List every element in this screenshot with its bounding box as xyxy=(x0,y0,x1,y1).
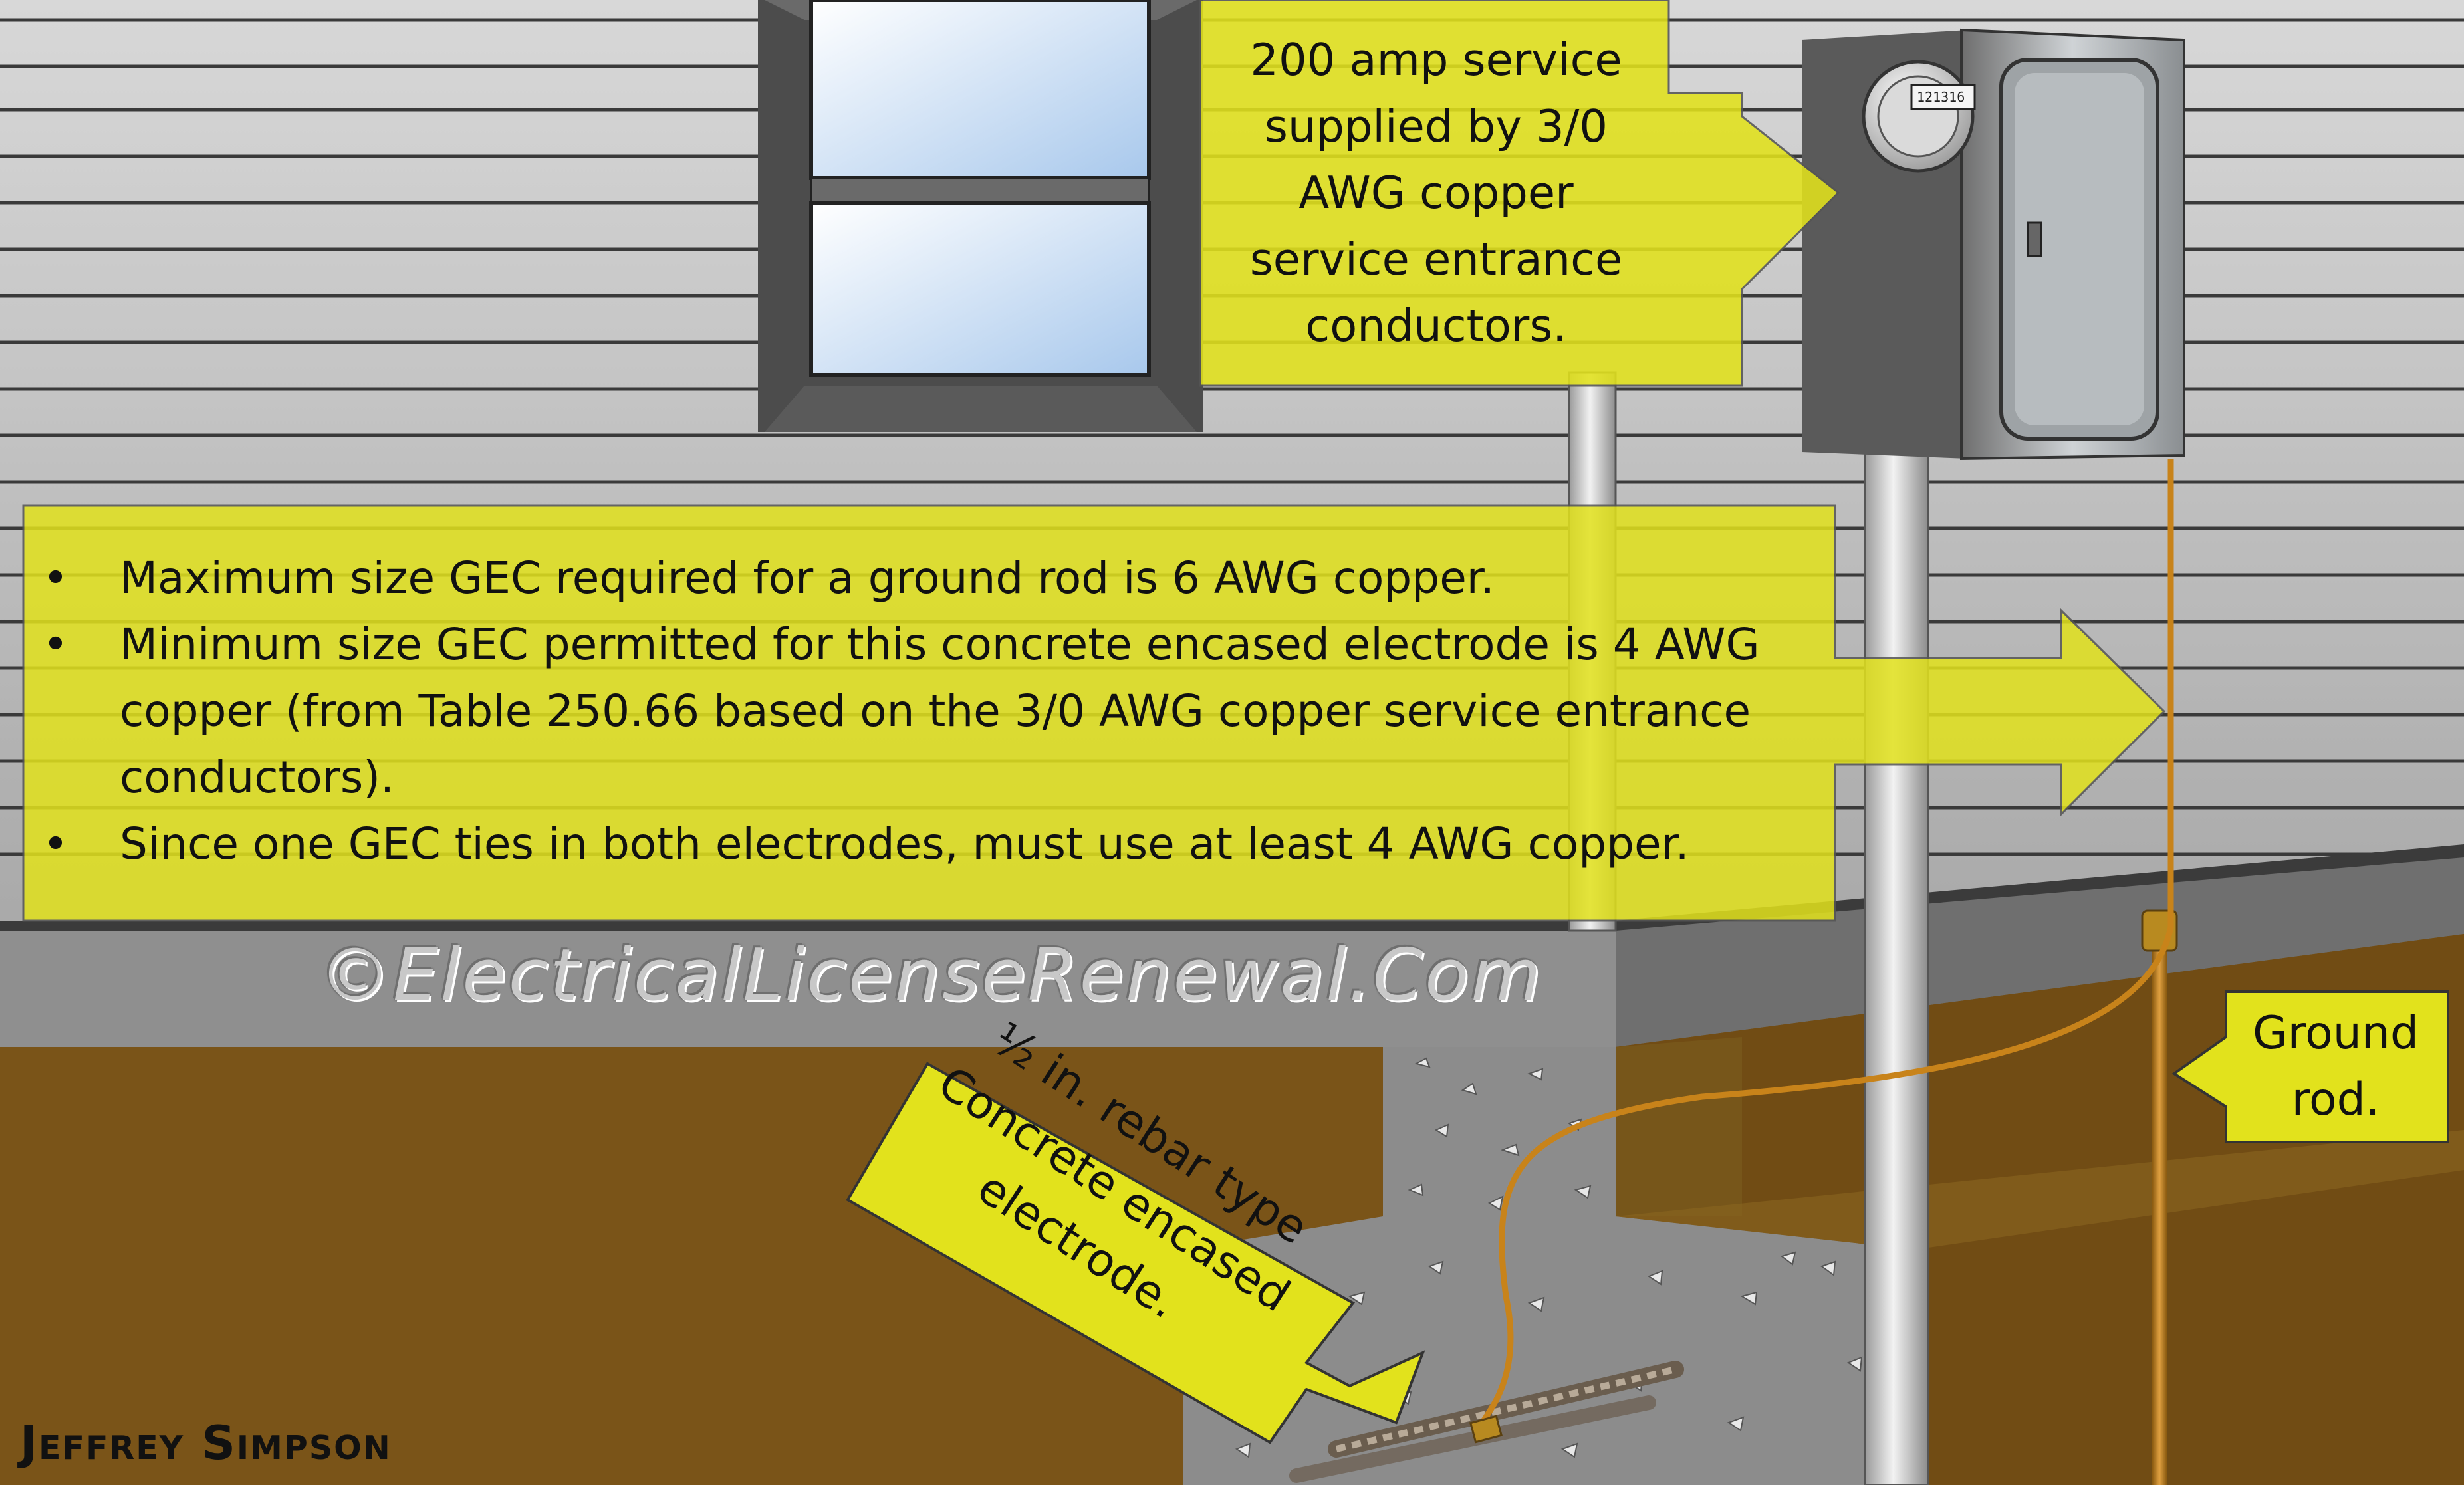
rebar-callout xyxy=(846,1062,1425,1444)
foundation-wall xyxy=(0,931,1616,1047)
service-panel xyxy=(1802,28,2185,461)
footing-top-face xyxy=(1616,1037,1742,1216)
meter-number: 121316 xyxy=(1917,89,1965,105)
bullet-icon: • xyxy=(43,619,68,670)
list-item: • Since one GEC ties in both electrodes,… xyxy=(33,811,1802,877)
panel-latch xyxy=(2027,221,2042,257)
service-callout-line: conductors. xyxy=(1305,300,1567,352)
concrete-footing xyxy=(1183,1037,2464,1485)
watermark: ©ElectricalLicenseRenewal.Com xyxy=(319,934,1543,1017)
list-item-line: Maximum size GEC required for a ground r… xyxy=(120,552,1495,604)
gec-callout xyxy=(22,504,2166,922)
rebar xyxy=(1289,1361,1684,1483)
service-conduit xyxy=(1864,451,1929,1485)
list-item-line: copper (from Table 250.66 based on the 3… xyxy=(120,685,1751,737)
author-signature: Jeffrey Simpson xyxy=(20,1416,392,1470)
ground-rod-callout-line: rod. xyxy=(2291,1074,2380,1126)
ground-rod-callout-text: Ground rod. xyxy=(2226,1000,2445,1133)
service-callout-text: 200 amp service supplied by 3/0 AWG copp… xyxy=(1200,27,1672,359)
service-callout-line: 200 amp service xyxy=(1250,34,1622,86)
list-item-line: Since one GEC ties in both electrodes, m… xyxy=(120,818,1689,869)
gec-requirements-list: • Maximum size GEC required for a ground… xyxy=(33,545,1802,877)
bullet-icon: • xyxy=(43,818,68,869)
ground-rod xyxy=(2152,924,2167,1485)
rebar-clamp xyxy=(1469,1415,1503,1444)
window xyxy=(758,0,1203,432)
service-callout-line: supplied by 3/0 xyxy=(1264,100,1608,152)
list-item-line: Minimum size GEC permitted for this conc… xyxy=(120,619,1760,670)
service-callout xyxy=(1199,0,1840,387)
service-callout-line: AWG copper xyxy=(1298,167,1574,219)
ground-rod-callout-line: Ground xyxy=(2252,1007,2419,1060)
ground-rod-callout xyxy=(2171,990,2449,1143)
list-item: • Minimum size GEC permitted for this co… xyxy=(33,612,1802,811)
service-callout-line: service entrance xyxy=(1249,233,1623,285)
bullet-icon: • xyxy=(43,552,68,604)
footing-step-face xyxy=(1616,1130,2464,1250)
list-item-line: conductors). xyxy=(120,752,395,803)
gec-wire xyxy=(1479,459,2174,1425)
list-item: • Maximum size GEC required for a ground… xyxy=(33,545,1802,612)
foundation-wall-side xyxy=(1616,857,2464,1047)
